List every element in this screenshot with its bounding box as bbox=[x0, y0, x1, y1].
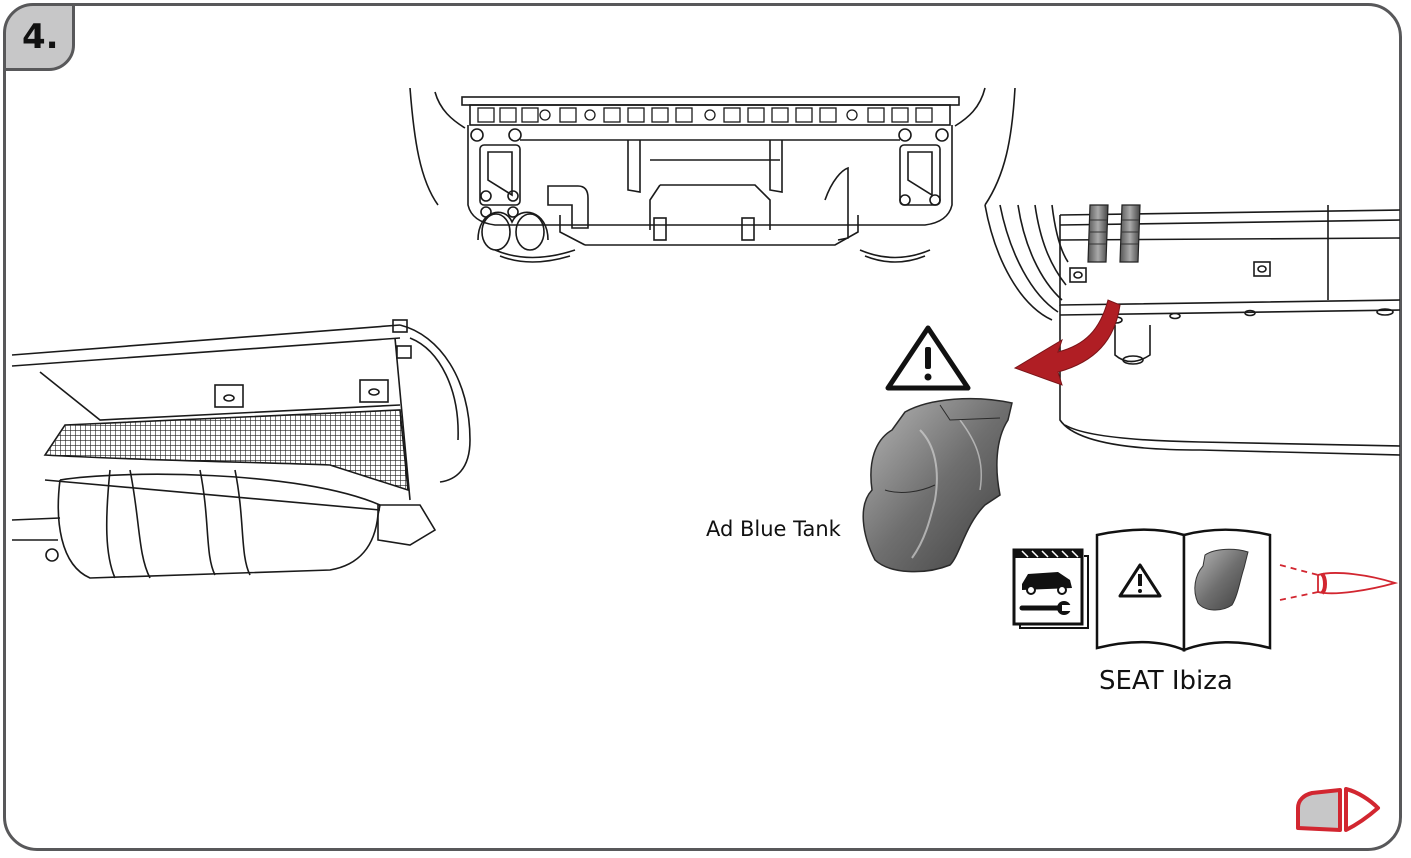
rear-bumper-illustration bbox=[409, 87, 1016, 263]
vehicle-manual-label: SEAT Ibiza bbox=[1099, 666, 1233, 696]
manual-tank-thumbnail bbox=[1194, 548, 1249, 611]
adblue-tank-image bbox=[862, 397, 1013, 573]
manual-warning-icon bbox=[1118, 563, 1162, 598]
red-arrow-icon bbox=[1013, 299, 1121, 386]
side-detail-illustration bbox=[984, 204, 1401, 456]
warning-triangle-icon bbox=[885, 325, 971, 391]
service-manual-icon bbox=[1012, 548, 1089, 629]
part-name-label: Ad Blue Tank bbox=[706, 517, 841, 541]
step-number: 4. bbox=[22, 17, 59, 57]
page-frame bbox=[3, 3, 1402, 851]
hoses-illustration bbox=[1087, 204, 1141, 263]
next-page-arrow-icon[interactable] bbox=[1296, 787, 1380, 832]
exhaust-area-illustration bbox=[11, 319, 471, 579]
view-eye-icon bbox=[1279, 564, 1399, 601]
step-badge: 4. bbox=[3, 3, 75, 71]
